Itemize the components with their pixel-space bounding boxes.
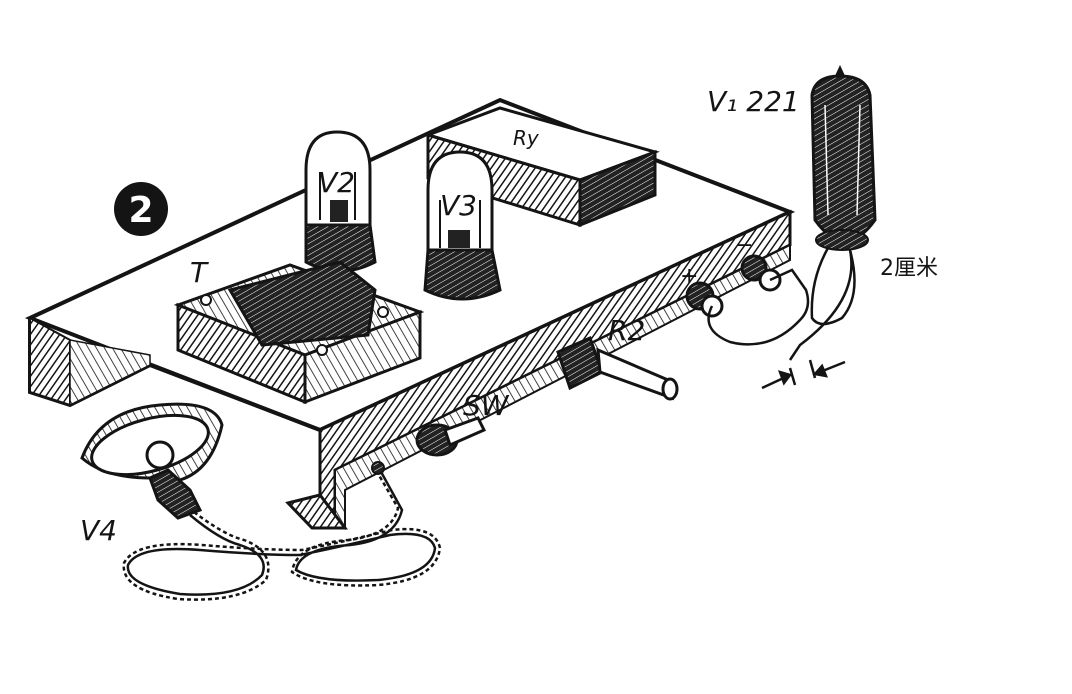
label-sw: SW [463,389,510,422]
figure-number: 2 [128,190,153,231]
label-v1: V₁ 221 [707,85,800,118]
label-minus: − [735,233,753,258]
tube-v1-leads [707,247,856,361]
lamp-v4 [80,402,224,520]
tube-v2 [304,130,377,273]
tube-v3 [423,150,502,301]
label-v4: V4 [80,514,117,547]
gap-dimension [761,359,846,390]
potentiometer-r2 [556,335,679,401]
label-plus: + [680,264,698,289]
label-t: T [190,256,209,289]
tube-v1 [810,65,877,251]
label-r2: R2 [608,314,645,347]
label-gap: 2厘米 [880,256,938,281]
label-v3: V3 [440,189,477,222]
label-v2: V2 [318,166,355,199]
transformer-t [173,260,425,405]
label-ry: Ry [513,126,540,150]
figure-number-badge: 2 [114,182,168,236]
twisted-wire [122,461,442,601]
switch-sw [415,416,487,457]
